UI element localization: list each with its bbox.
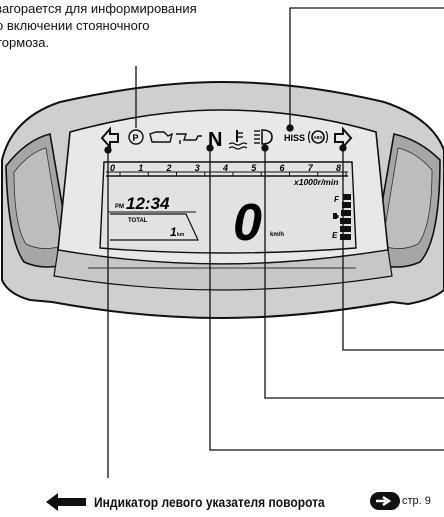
clock-ampm: PM	[115, 204, 124, 210]
fuel-pump-icon	[333, 213, 339, 219]
caption-line-3: тормоза.	[0, 35, 50, 50]
left-arrow-icon	[46, 493, 86, 511]
caption-line-2: о включении стояночного	[0, 18, 150, 33]
left-turn-indicator-label: Индикатор левого указателя поворота	[44, 493, 325, 511]
left-turn-indicator-text: Индикатор левого указателя поворота	[94, 494, 325, 510]
callout-lines	[104, 7, 444, 478]
tach-scale: 0 1 2 3 4 5 6 7 8	[110, 163, 347, 176]
speed-display: 0	[233, 194, 262, 252]
abs-indicator-icon: ABS	[307, 130, 329, 144]
engine-temp-icon	[176, 133, 202, 144]
page-ref-arrow-icon	[370, 492, 400, 510]
tach-tick-label: 0	[110, 163, 115, 173]
tach-unit: x1000r/min	[293, 177, 338, 187]
tach-tick-label: 2	[166, 163, 172, 173]
tach-tick-label: 1	[138, 163, 143, 173]
fuel-empty-label: E	[332, 231, 338, 240]
odo-unit: km	[177, 232, 185, 238]
caption-text: загорается для информирования о включени…	[0, 0, 240, 51]
page-ref-text: стр. 9	[402, 495, 431, 507]
tach-tick-label: 7	[308, 163, 314, 173]
tach-tick-label: 6	[280, 163, 286, 173]
oil-pressure-icon	[149, 131, 174, 143]
fuel-full-label: F	[334, 195, 340, 204]
clock-display: 12:34	[126, 194, 170, 213]
speed-unit: km/h	[270, 232, 284, 238]
caption-line-1: загорается для информирования	[0, 1, 197, 16]
tach-tick-label: 3	[195, 163, 200, 173]
svg-text:ABS: ABS	[314, 135, 323, 140]
page-reference[interactable]: стр. 9	[370, 492, 431, 510]
odo-value: 1	[170, 225, 177, 239]
fuel-gauge-bars	[340, 194, 351, 240]
tach-tick-label: 5	[251, 163, 257, 173]
hiss-indicator: HISS	[284, 133, 305, 143]
lcd-screen	[99, 161, 357, 254]
high-beam-icon	[254, 129, 273, 145]
coolant-temp-icon	[228, 130, 248, 150]
svg-text:P: P	[133, 133, 139, 143]
odo-label: TOTAL	[128, 218, 148, 224]
parking-brake-indicator-icon: P	[128, 129, 144, 145]
left-turn-indicator-icon	[100, 126, 119, 150]
tach-tick-label: 4	[222, 163, 228, 173]
tach-tick-label: 8	[336, 163, 341, 173]
